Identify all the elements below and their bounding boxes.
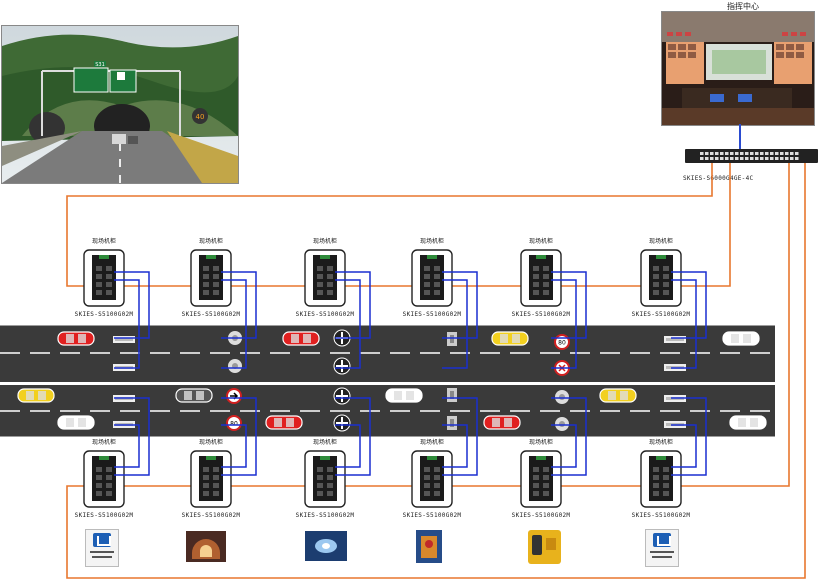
vehicle-detector	[664, 336, 686, 343]
field-switch-top-2: 现场机柜 SKIES-S5100G02M	[182, 237, 241, 318]
core-switch	[685, 149, 818, 163]
jet-fan	[333, 414, 351, 432]
device-guide-sign	[85, 529, 119, 567]
switch-model-label: SKIES-S5100G02M	[182, 512, 241, 519]
cabinet-label: 现场机柜	[649, 237, 673, 245]
cabinet-label: 现场机柜	[199, 438, 223, 446]
field-switch-top-3: 现场机柜 SKIES-S5100G02M	[296, 237, 355, 318]
switch-model-label: SKIES-S5100G02M	[403, 311, 462, 318]
field-switch-bottom-5: 现场机柜 SKIES-S5100G02M	[512, 438, 571, 519]
field-switch-bottom-3: 现场机柜 SKIES-S5100G02M	[296, 438, 355, 519]
jet-fan	[333, 357, 351, 375]
field-switch-bottom-6: 现场机柜 SKIES-S5100G02M	[632, 438, 691, 519]
fiber-bottom-feed	[66, 163, 806, 579]
cabinet-label: 现场机柜	[649, 438, 673, 446]
field-switch-top-6: 现场机柜 SKIES-S5100G02M	[632, 237, 691, 318]
switch-model-label: SKIES-S5100G02M	[512, 311, 571, 318]
field-switch-bottom-2: 现场机柜 SKIES-S5100G02M	[182, 438, 241, 519]
vehicle	[722, 331, 760, 346]
switch-model-label: SKIES-S5100G02M	[182, 311, 241, 318]
speed-limit-sign: 80	[554, 334, 570, 350]
speed-limit-sign: 80	[226, 415, 242, 431]
cabinet-label: 现场机柜	[92, 438, 116, 446]
switch-model-label: SKIES-S5100G02M	[632, 512, 691, 519]
tunnel-banner-label: S31	[95, 62, 105, 68]
device-tunnel-lighting	[186, 531, 226, 562]
jet-fan	[333, 387, 351, 405]
vehicle	[57, 415, 95, 430]
covi-sensor	[447, 416, 457, 430]
vehicle	[385, 388, 423, 403]
switch-model-label: SKIES-S5100G02M	[403, 512, 462, 519]
device-guide-sign-2	[645, 529, 679, 567]
switch-model-label: SKIES-S5100G02M	[512, 512, 571, 519]
vehicle	[57, 331, 95, 346]
cabinet-label: 现场机柜	[199, 237, 223, 245]
field-switch-bottom-1: 现场机柜 SKIES-S5100G02M	[75, 438, 134, 519]
vehicle	[17, 388, 55, 403]
switch-model-label: SKIES-S5100G02M	[75, 512, 134, 519]
broadcast-speaker	[228, 359, 242, 373]
field-switch-top-1: 现场机柜 SKIES-S5100G02M	[75, 237, 134, 318]
control-center-title: 指挥中心	[727, 1, 759, 11]
device-emergency-phone	[528, 530, 561, 564]
vehicle	[265, 415, 303, 430]
cabinet-label: 现场机柜	[313, 237, 337, 245]
control-center-photo	[661, 11, 815, 126]
vehicle	[599, 388, 637, 403]
covi-sensor	[447, 388, 457, 402]
cabinet-label: 现场机柜	[529, 438, 553, 446]
direction-sign	[226, 388, 242, 404]
vehicle	[483, 415, 521, 430]
broadcast-speaker	[555, 417, 569, 431]
device-tunnel-view	[305, 531, 347, 561]
cabinet-label: 现场机柜	[529, 237, 553, 245]
field-switch-top-5: 现场机柜 SKIES-S5100G02M	[512, 237, 571, 318]
cabinet-label: 现场机柜	[420, 237, 444, 245]
switch-model-label: SKIES-S5100G02M	[296, 512, 355, 519]
fiber-top-feed	[66, 163, 713, 287]
fiber-ring	[66, 163, 806, 579]
tunnel-speed-sign: 40	[196, 113, 205, 121]
vehicle	[491, 331, 529, 346]
cabinet-label: 现场机柜	[313, 438, 337, 446]
vehicle	[729, 415, 767, 430]
vehicle-detector	[113, 336, 135, 343]
speed-limit-value: 80	[558, 340, 566, 347]
vehicle	[282, 331, 320, 346]
cabinet-label: 现场机柜	[420, 438, 444, 446]
cabinet-label: 现场机柜	[92, 237, 116, 245]
speed-limit-value: 80	[230, 421, 238, 428]
switch-model-label: SKIES-S5100G02M	[632, 311, 691, 318]
switch-model-label: SKIES-S5100G02M	[296, 311, 355, 318]
field-switch-bottom-4: 现场机柜 SKIES-S5100G02M	[403, 438, 462, 519]
core-switch-model: SKIES-S6000G4GE-4C	[683, 175, 754, 182]
fiber-top-return	[676, 163, 731, 287]
tunnel-photo: S31 40	[1, 25, 239, 184]
field-switch-top-4: 现场机柜 SKIES-S5100G02M	[403, 237, 462, 318]
switch-model-label: SKIES-S5100G02M	[75, 311, 134, 318]
device-fire-equipment	[416, 530, 442, 563]
broadcast-speaker	[555, 390, 569, 404]
covi-sensor	[447, 332, 457, 346]
fiber-bottom-return	[676, 163, 790, 487]
vehicle	[175, 388, 213, 403]
